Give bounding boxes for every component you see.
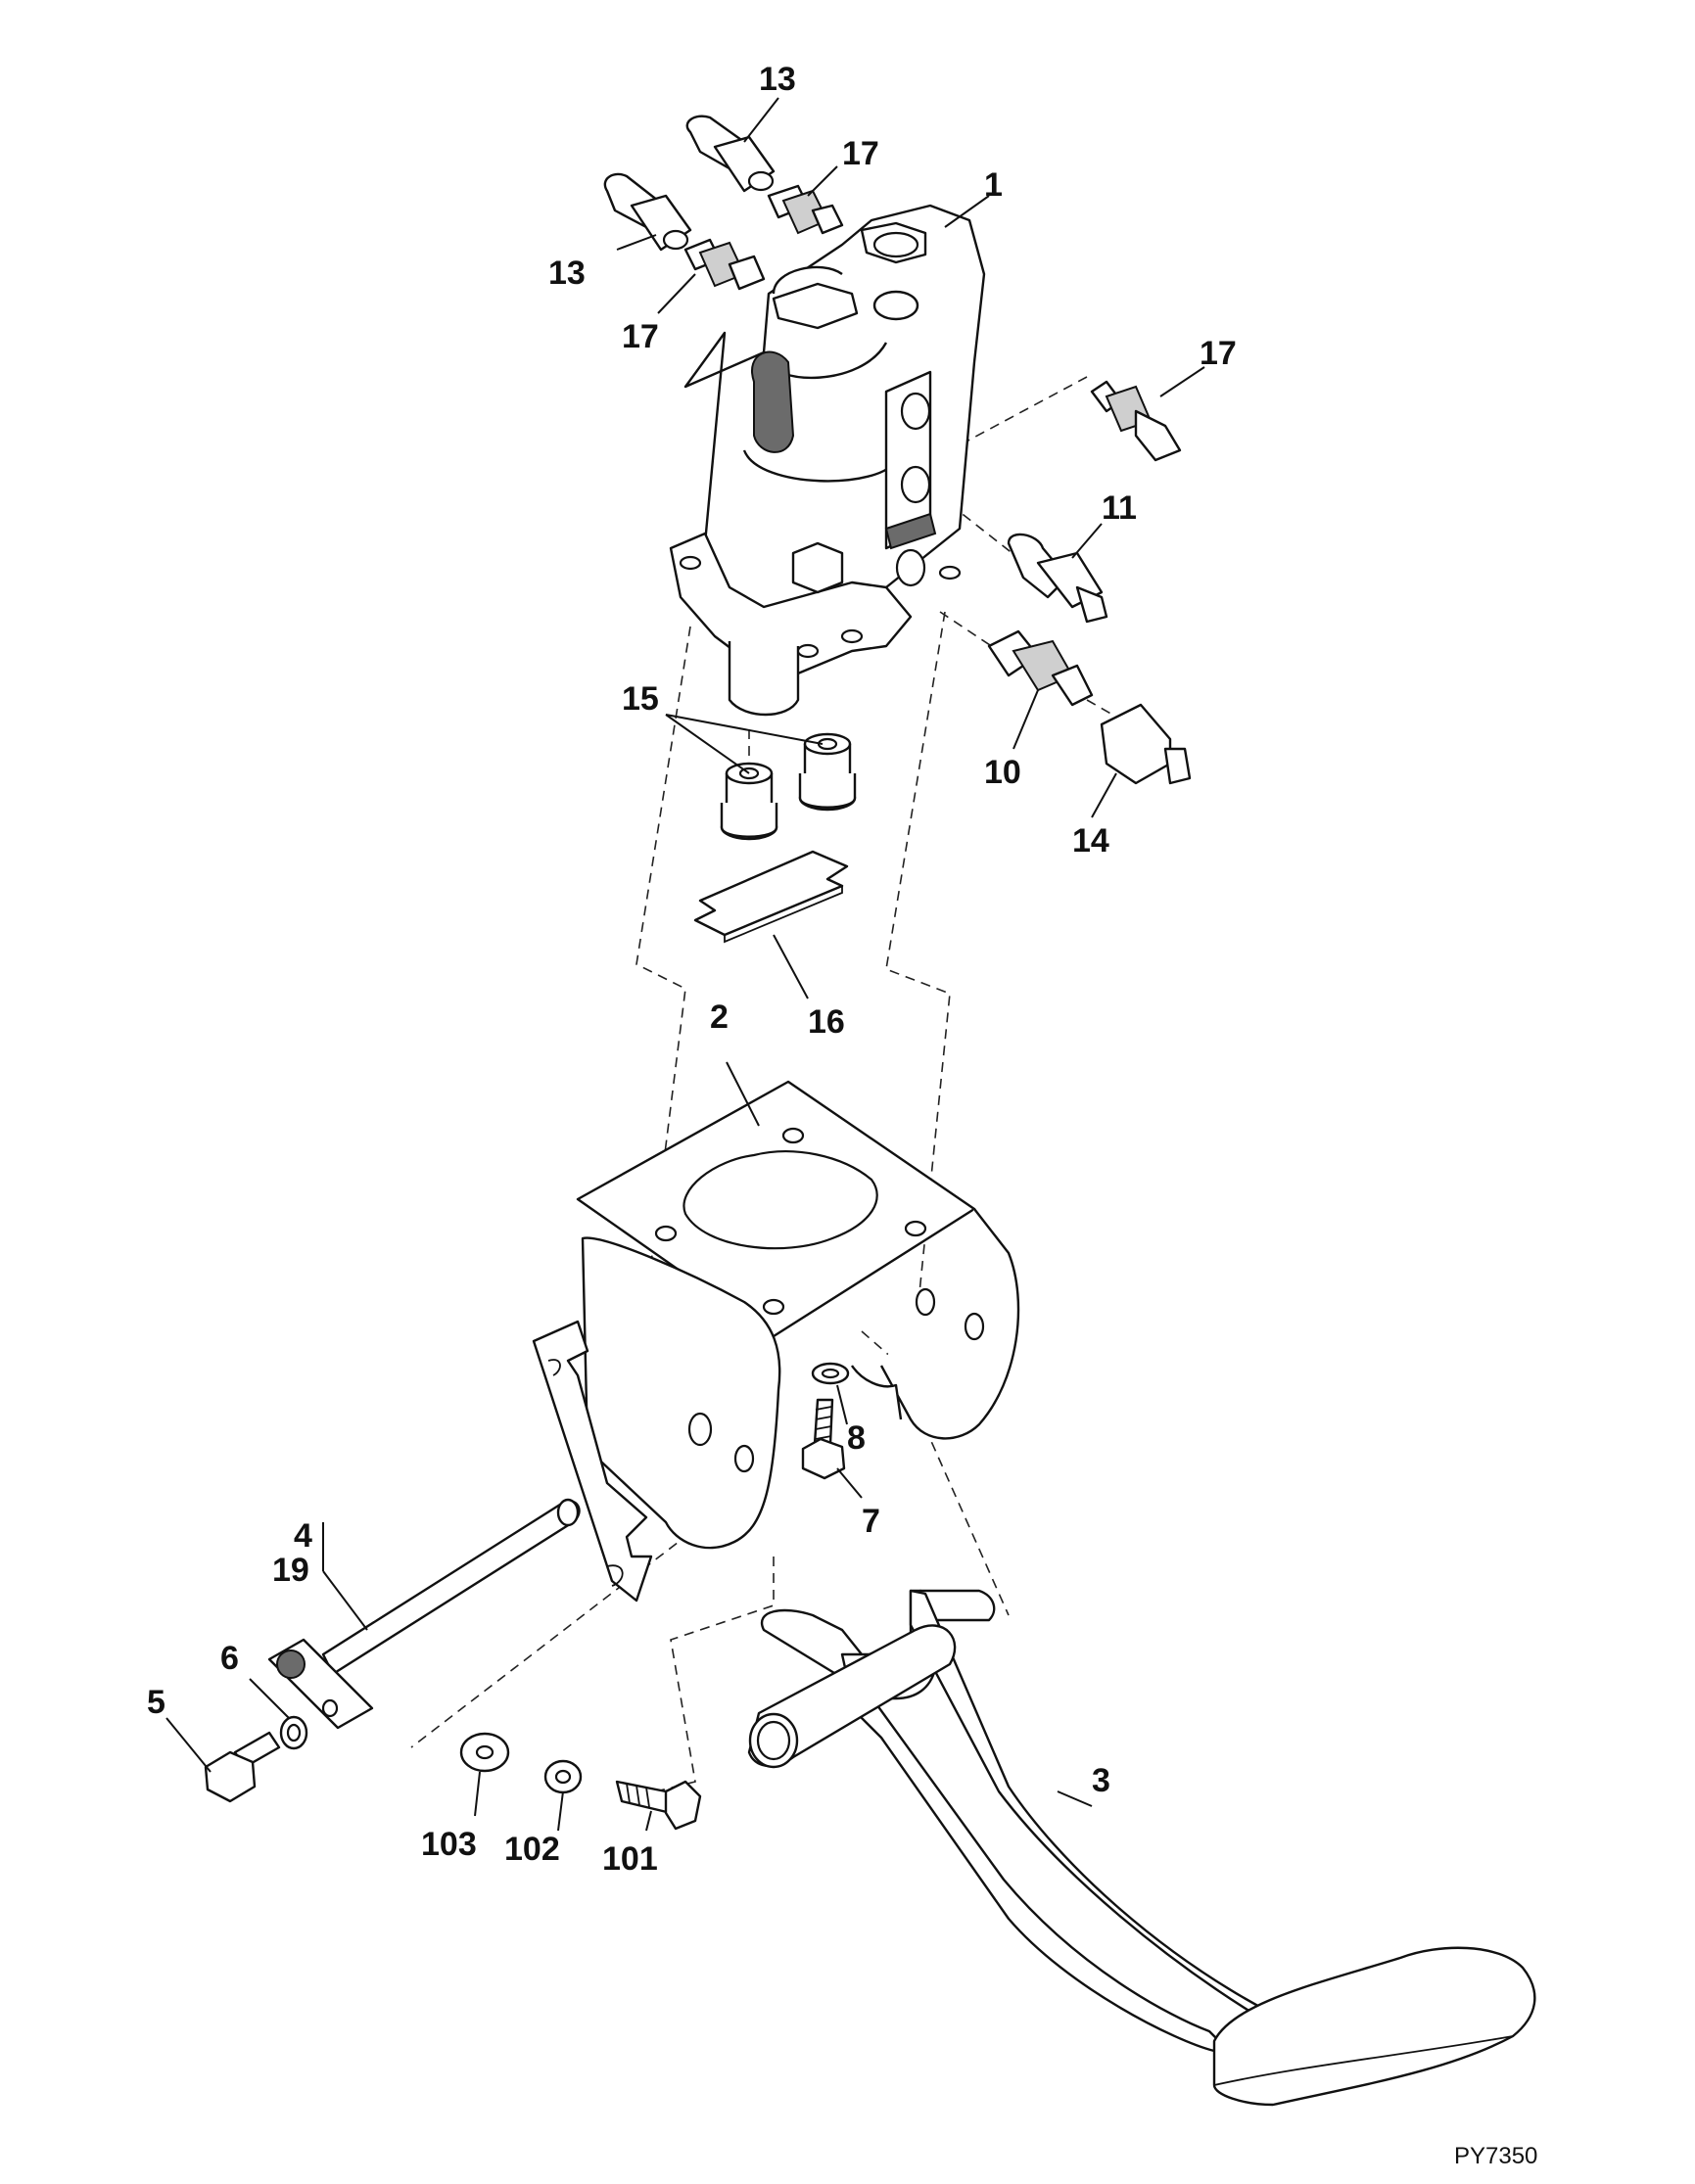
- callout-19: 19: [272, 1552, 309, 1589]
- valve-body-part-1: [669, 204, 986, 717]
- fitting-13-upper: [685, 115, 776, 193]
- callout-5: 5: [147, 1684, 165, 1721]
- callout-7: 7: [862, 1503, 880, 1540]
- callout-102: 102: [504, 1831, 560, 1868]
- fitting-10: [987, 629, 1094, 707]
- bushing-15-right: [798, 732, 857, 812]
- washer-102: [543, 1759, 583, 1794]
- washer-8: [811, 1362, 850, 1385]
- fitting-17-lower: [683, 238, 766, 291]
- callout-14: 14: [1072, 822, 1109, 860]
- callout-1: 1: [984, 166, 1003, 204]
- bolt-5: [204, 1731, 281, 1803]
- shim-16: [693, 850, 849, 944]
- callout-13-lower: 13: [548, 255, 586, 292]
- bushing-15-left: [720, 762, 778, 841]
- pedal-part-3: [747, 1589, 1536, 2107]
- fitting-17-right: [1090, 380, 1182, 462]
- callout-16: 16: [808, 1003, 845, 1041]
- bolt-7: [801, 1398, 846, 1480]
- bracket-part-2: [532, 1080, 1020, 1603]
- callout-17-lower: 17: [622, 318, 659, 355]
- callout-13-upper: 13: [759, 61, 796, 98]
- callout-10: 10: [984, 754, 1021, 791]
- fitting-11: [1007, 533, 1108, 624]
- callout-labels: 1 2 3 4 19 5 6 7 8 10 11 13 13 14 15 16 …: [147, 61, 1537, 2169]
- fitting-17-upper: [767, 184, 844, 235]
- figure-id: PY7350: [1454, 2143, 1537, 2169]
- leader-lines: [165, 97, 1205, 1832]
- callout-17-upper: 17: [842, 135, 879, 172]
- shaft-part-4: [267, 1498, 581, 1730]
- callout-6: 6: [220, 1640, 239, 1677]
- callout-4: 4: [294, 1517, 312, 1555]
- callout-17-right: 17: [1200, 335, 1237, 372]
- fitting-13-lower: [603, 172, 692, 252]
- bolt-101: [615, 1780, 702, 1831]
- washer-103: [459, 1732, 510, 1773]
- callout-103: 103: [421, 1826, 477, 1863]
- fitting-14: [1100, 703, 1192, 785]
- lock-washer-6: [279, 1715, 308, 1750]
- callout-8: 8: [847, 1419, 866, 1457]
- callout-3: 3: [1092, 1762, 1110, 1799]
- callout-101: 101: [602, 1840, 658, 1878]
- callout-15: 15: [622, 680, 659, 718]
- callout-2: 2: [710, 999, 729, 1036]
- callout-11: 11: [1102, 489, 1137, 527]
